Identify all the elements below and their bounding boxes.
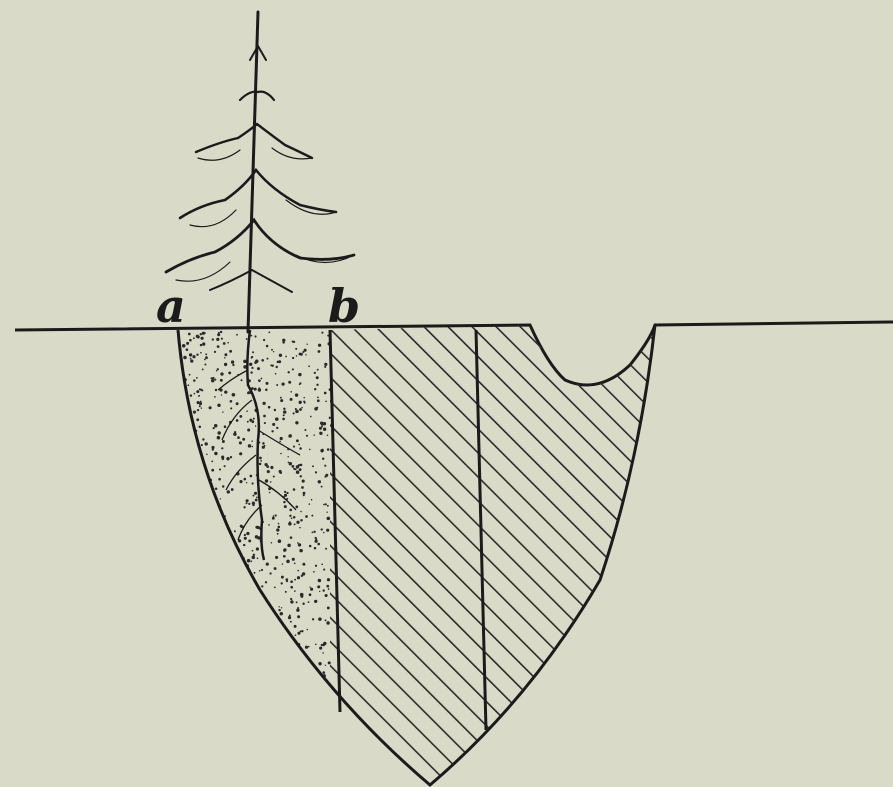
root-branches <box>218 370 300 540</box>
label-a: a <box>156 279 186 333</box>
spruce-tree <box>166 12 354 332</box>
label-b: b <box>328 279 360 333</box>
sandy-zone <box>177 331 332 723</box>
